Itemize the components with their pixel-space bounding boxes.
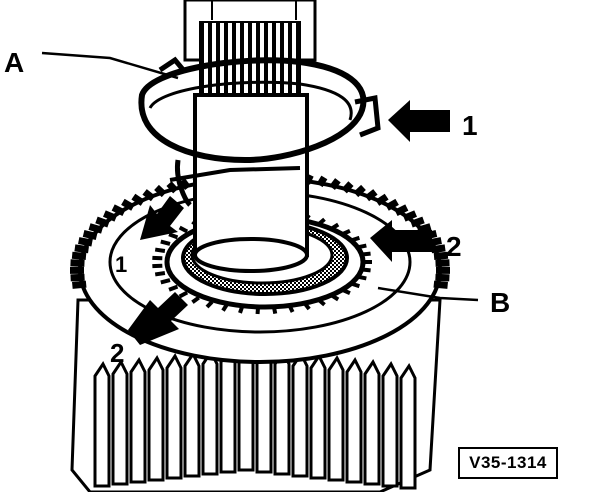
gear-tooth: [88, 223, 104, 234]
gear-tooth: [72, 280, 87, 289]
lower-gear-tooth: [255, 347, 273, 474]
label-arrow-2-lower: 2: [110, 338, 124, 368]
label-a: A: [4, 47, 24, 78]
gear-tooth: [385, 198, 399, 211]
gear-tooth: [179, 178, 191, 191]
lower-gear-tooth: [327, 355, 345, 482]
gear-tooth: [416, 223, 432, 234]
gear-tooth: [375, 193, 389, 206]
gear-tooth: [95, 216, 110, 228]
lower-gear-tooth: [273, 349, 291, 476]
arrow-2-right: [370, 220, 432, 262]
label-arrow-2-right: 2: [446, 231, 462, 262]
lower-gear-tooth: [165, 353, 183, 480]
gear-tooth: [78, 237, 93, 247]
gear-tooth: [435, 259, 450, 267]
gear-tooth: [178, 290, 189, 299]
gear-tooth: [402, 210, 417, 222]
gear-tooth: [131, 193, 145, 206]
arrow-lower-left: [128, 292, 188, 345]
gear-tooth: [433, 251, 449, 261]
arrow-1-upper: [388, 100, 450, 142]
gear-tooth: [168, 284, 179, 292]
label-b: B: [490, 287, 510, 318]
gear-tooth: [121, 198, 135, 211]
gear-tooth: [329, 178, 341, 191]
gear-tooth: [316, 175, 328, 188]
gear-tooth: [160, 278, 171, 285]
gear-tooth: [433, 280, 448, 289]
lower-gear-tooth: [201, 349, 219, 476]
gear-tooth: [160, 239, 171, 246]
gear-tooth: [341, 181, 354, 194]
lower-gear-tooth: [363, 359, 381, 486]
gear-tooth: [71, 251, 87, 261]
lower-gear-tooth: [111, 359, 129, 486]
lower-gear-tooth: [129, 357, 147, 484]
gear-tooth: [82, 230, 98, 240]
lower-gear-tooth: [183, 351, 201, 478]
leader-lines: [41, 51, 479, 302]
gear-tooth: [364, 189, 378, 202]
gear-tooth: [394, 204, 409, 217]
gear-tooth: [70, 273, 85, 282]
lower-gear-tooth: [219, 347, 237, 474]
gear-tooth: [111, 204, 126, 217]
reference-code: V35-1314: [469, 453, 547, 472]
lower-gear-tooth: [93, 361, 111, 488]
lower-gear-tooth: [237, 345, 255, 472]
gear-tooth: [191, 296, 200, 304]
gear-tooth: [154, 184, 167, 198]
shaft: [183, 0, 317, 273]
gear-tooth: [410, 216, 425, 228]
gear-tooth: [431, 244, 446, 254]
lower-gear-tooth: [291, 351, 309, 478]
gear-tooth: [178, 225, 189, 234]
label-arrow-1: 1: [462, 110, 478, 141]
gear-tooth: [168, 232, 179, 240]
gear-tooth: [353, 184, 366, 198]
lower-gear-tooth: [399, 363, 417, 490]
lower-gear-tooth: [309, 353, 327, 480]
gear-tooth: [205, 300, 214, 309]
label-arrow-1-left: 1: [115, 252, 127, 277]
gear-tooth: [435, 273, 450, 282]
lower-gear-tooth: [381, 361, 399, 488]
gear-tooth: [154, 271, 166, 277]
arrow-upper-left: [140, 196, 184, 240]
reference-code-box: V35-1314: [458, 447, 558, 479]
gear-tooth: [154, 247, 166, 253]
gear-tooth: [103, 210, 118, 222]
lower-gear-tooth: [147, 355, 165, 482]
gear-tooth: [70, 259, 85, 267]
lower-gear-tooth: [345, 357, 363, 484]
gear-tooth: [142, 189, 156, 202]
snap-ring: [138, 56, 381, 207]
gear-tooth: [74, 244, 89, 254]
gear-tooth: [166, 181, 179, 194]
